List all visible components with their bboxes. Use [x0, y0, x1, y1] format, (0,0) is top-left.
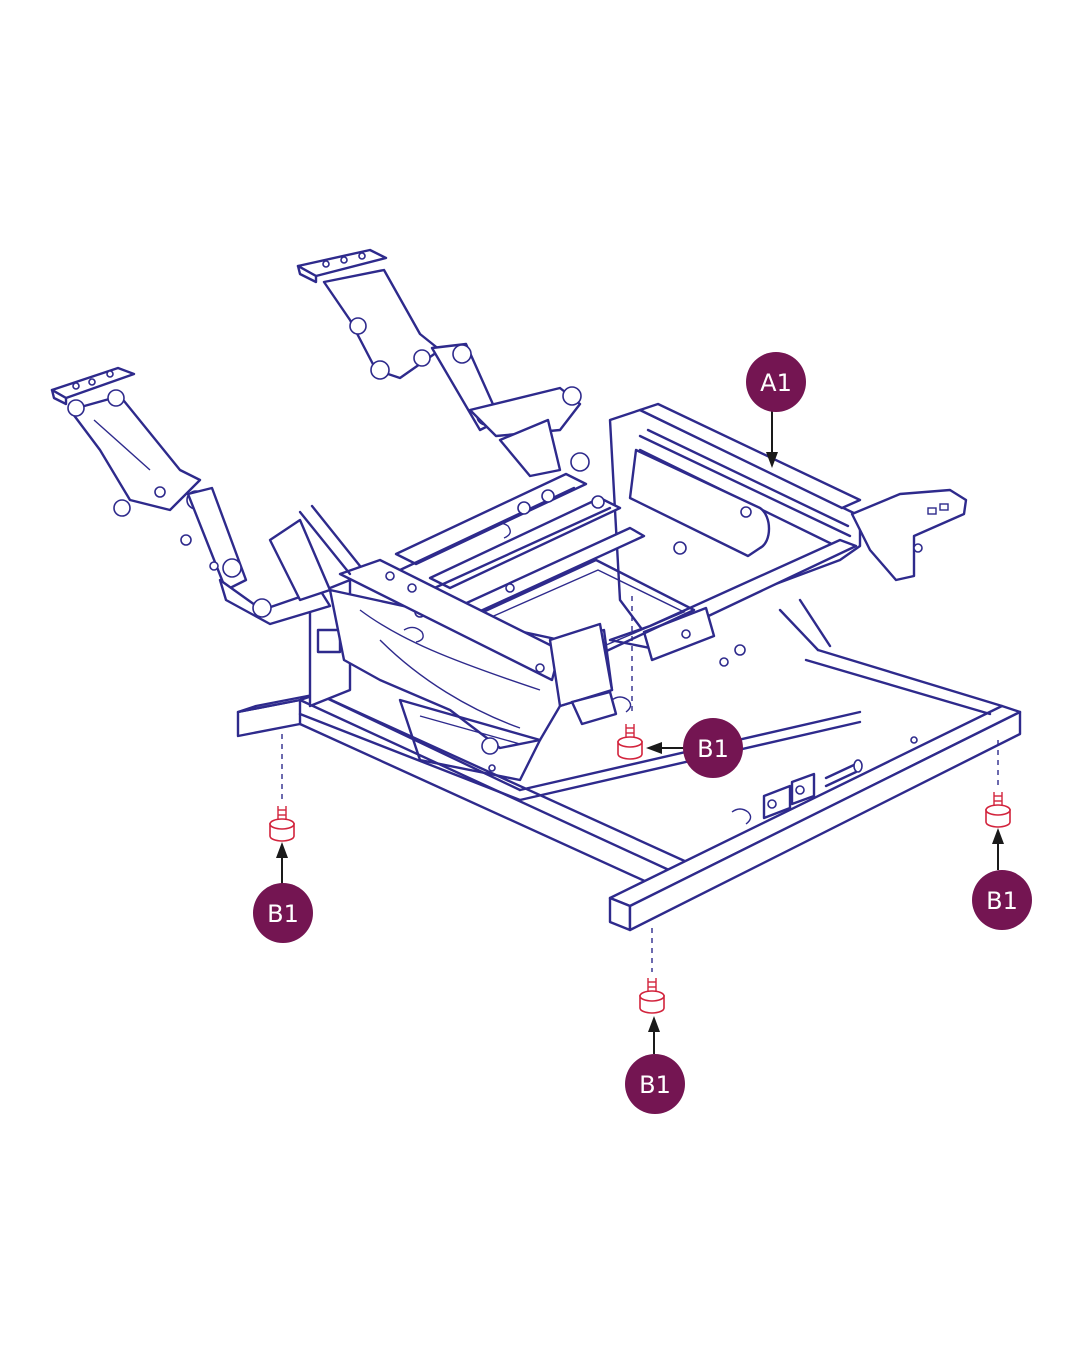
- callout-b1-bottom: B1: [625, 1054, 685, 1114]
- leader-arrows: [276, 410, 1004, 1054]
- callout-a1: A1: [746, 352, 806, 412]
- callout-b1-left: B1: [253, 883, 313, 943]
- glide-right: [985, 792, 1011, 828]
- callout-b1-right-label: B1: [986, 887, 1018, 915]
- alignment-lines: [281, 596, 999, 972]
- callout-b1-bottom-label: B1: [639, 1071, 671, 1099]
- callout-a1-label: A1: [760, 369, 792, 397]
- glide-bottom: [639, 978, 665, 1014]
- left-footrest-linkage: [50, 366, 362, 626]
- lift-mechanism: [308, 402, 968, 782]
- callout-b1-left-label: B1: [267, 900, 299, 928]
- callout-b1-right: B1: [972, 870, 1032, 930]
- callout-b1-center-label: B1: [697, 735, 729, 763]
- callout-b1-center: B1: [683, 718, 743, 778]
- right-footrest-linkage: [296, 248, 582, 478]
- base-frame: [236, 598, 1022, 932]
- glide-center: [617, 724, 643, 760]
- glide-left: [269, 806, 295, 842]
